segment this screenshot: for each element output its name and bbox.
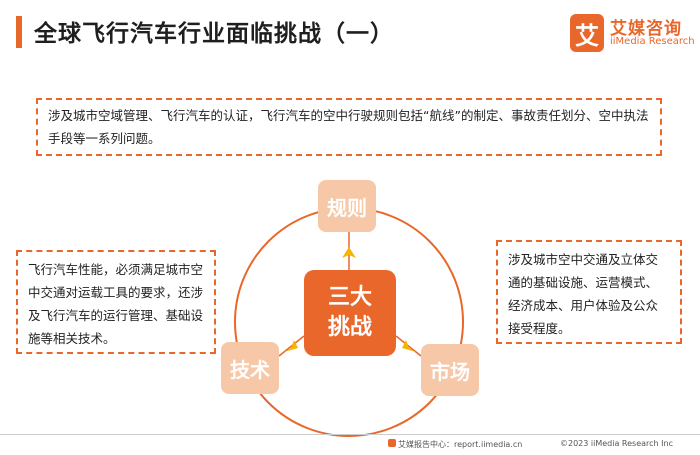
node-market: 市场 xyxy=(421,344,479,396)
rules-description-box: 涉及城市空域管理、飞行汽车的认证，飞行汽车的空中行驶规则包括“航线”的制定、事故… xyxy=(36,98,662,156)
node-technology: 技术 xyxy=(221,342,279,394)
technology-description-box: 飞行汽车性能，必须满足城市空中交通对运载工具的要求，还涉及飞行汽车的运行管理、基… xyxy=(16,250,216,354)
logo-mark-icon: 艾 xyxy=(570,14,604,52)
connector-left xyxy=(278,335,305,357)
brand-logo: 艾 艾媒咨询 iiMedia Research xyxy=(570,12,695,56)
footer-source: 艾媒报告中心：report.iimedia.cn xyxy=(398,440,523,449)
arrow-right-icon xyxy=(402,340,416,352)
market-description-box: 涉及城市空中交通及立体交通的基础设施、运营模式、经济成本、用户体验及公众接受程度… xyxy=(496,240,682,344)
page-title: 全球飞行汽车行业面临挑战（一） xyxy=(34,21,394,47)
logo-name-en: iiMedia Research xyxy=(610,36,695,47)
center-line-1: 三大 xyxy=(327,285,372,310)
connector-right xyxy=(395,335,422,357)
footer-logo-icon xyxy=(388,439,396,447)
arrow-top-icon xyxy=(342,247,356,258)
node-rules: 规则 xyxy=(318,180,376,232)
footer-copyright: ©2023 iiMedia Research Inc xyxy=(560,439,673,448)
center-challenges: 三大 挑战 xyxy=(304,270,396,356)
arrow-left-icon xyxy=(284,340,298,352)
logo-name-cn: 艾媒咨询 xyxy=(610,19,682,39)
center-line-2: 挑战 xyxy=(327,315,372,340)
title-accent-bar xyxy=(16,16,22,48)
footer-divider xyxy=(0,434,700,435)
